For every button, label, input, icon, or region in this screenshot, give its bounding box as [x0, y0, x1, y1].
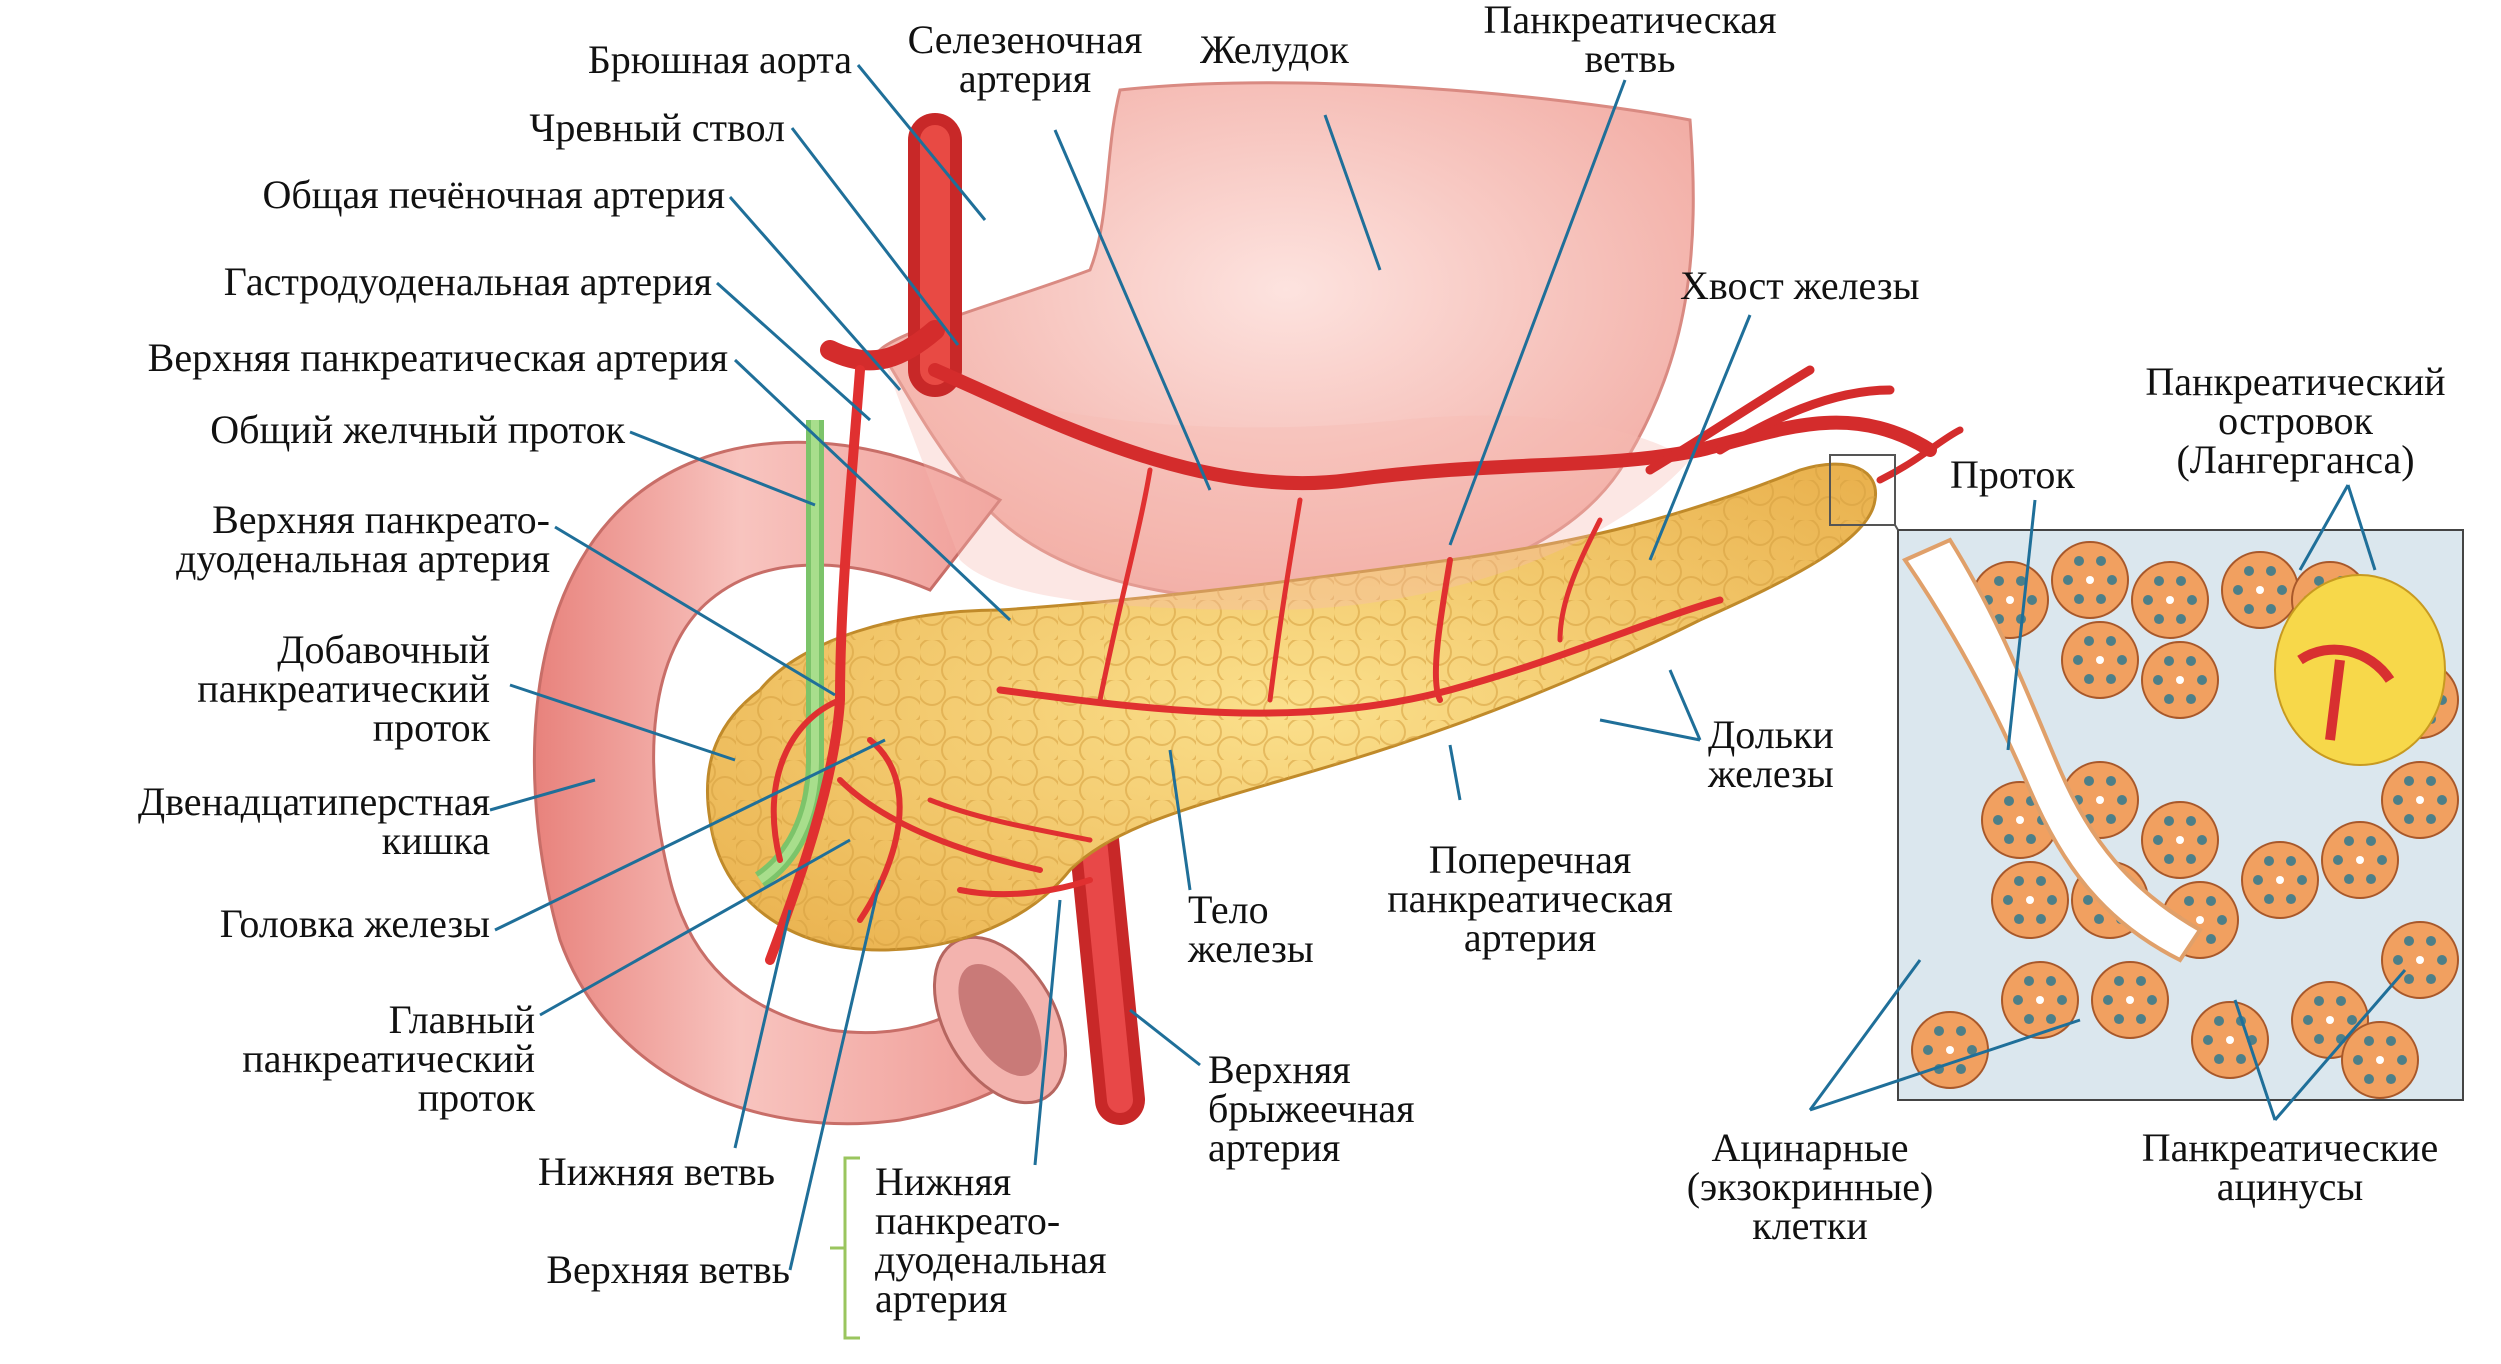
label-gastroduodenal-artery: Гастродуоденальная артерия — [223, 259, 712, 304]
label-upper-branch: Верхняя ветвь — [546, 1247, 790, 1292]
label-head: Головка железы — [219, 901, 490, 946]
acinus-cluster — [2341, 1021, 2419, 1099]
label-abdominal-aorta: Брюшная аорта — [587, 37, 852, 82]
acinus-cluster — [2381, 761, 2459, 839]
islet-capillary — [2297, 644, 2395, 741]
label-lower-branch: Нижняя ветвь — [537, 1149, 775, 1194]
acinus-cluster — [2051, 541, 2129, 619]
acinus-cluster — [1991, 861, 2069, 939]
acinus-cluster — [2321, 821, 2399, 899]
label-superior-pancreatoduodenal-artery: Верхняя панкреато-дуоденальная артерия — [176, 497, 550, 581]
arteries — [765, 113, 1964, 965]
duodenum-cut-end — [932, 935, 1068, 1105]
bracket — [830, 1156, 860, 1340]
leader-lines — [489, 64, 2407, 1271]
label-duct: Проток — [1950, 452, 2075, 497]
inset-duct — [1901, 537, 2203, 963]
label-common-hepatic-artery: Общая печёночная артерия — [262, 172, 725, 217]
acinus-cluster — [2001, 961, 2079, 1039]
pancreas — [705, 462, 1878, 952]
label-celiac-trunk: Чревный ствол — [529, 105, 785, 150]
acinus-cluster — [2191, 1001, 2269, 1079]
label-common-bile-duct: Общий желчный проток — [210, 407, 625, 452]
acinus-cluster — [2131, 561, 2209, 639]
acinus-cluster — [2091, 961, 2169, 1039]
acinus-cluster — [2221, 551, 2299, 629]
acinus-cluster — [2381, 921, 2459, 999]
acinus-cluster — [2241, 841, 2319, 919]
acinus-cluster — [2061, 621, 2139, 699]
acinus-cluster — [2141, 641, 2219, 719]
label-tail: Хвост железы — [1680, 263, 1920, 308]
islet-of-langerhans — [2274, 574, 2446, 766]
bile-duct — [754, 420, 824, 888]
label-stomach: Желудок — [1200, 27, 1349, 72]
acinus-cluster — [2141, 801, 2219, 879]
label-acinar-cells: Ацинарные(экзокринные)клетки — [1686, 1125, 1934, 1248]
histology-inset — [1829, 454, 2464, 1101]
acinus-cluster — [1911, 1011, 1989, 1089]
label-superior-pancreatic-artery: Верхняя панкреатическая артерия — [147, 335, 728, 380]
